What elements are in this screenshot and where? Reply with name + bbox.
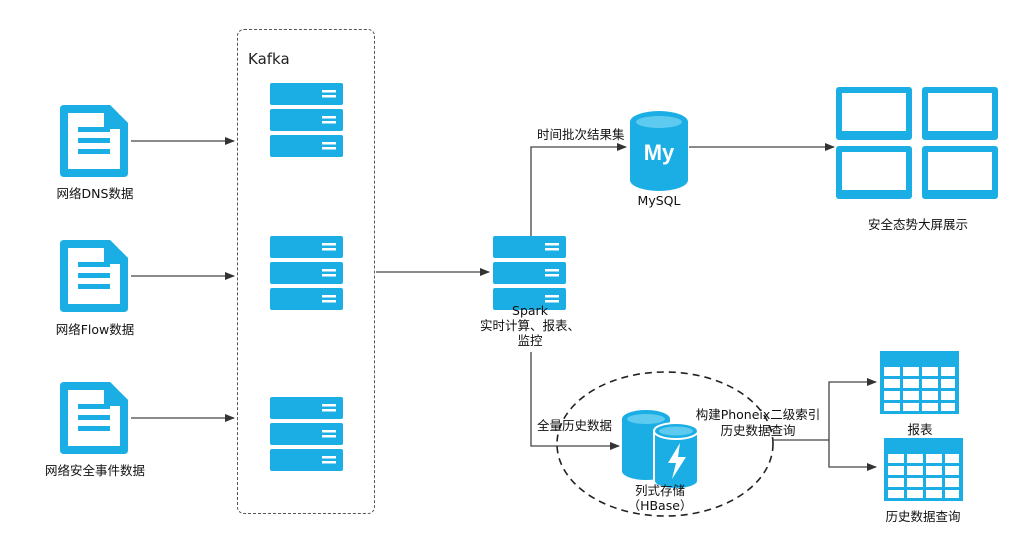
mysql-logo-text: My [644,140,675,165]
source-label-security: 网络安全事件数据 [44,463,145,478]
phoenix-label-line2: 历史数据查询 [720,423,796,438]
server-stack-icon [270,397,343,471]
spark-label-line3: 监控 [517,333,543,348]
spark-to-hbase-arrow [530,352,620,450]
spark-to-mysql-arrow [530,143,627,236]
monitor-icon [922,87,998,140]
display-label: 安全态势大屏展示 [867,217,968,232]
document-icon [60,105,128,177]
document-icon [60,240,128,312]
hbase-label-line1: 列式存储 [634,483,685,498]
server-stack-icon [270,236,343,310]
mysql-label: MySQL [637,193,681,208]
server-stack-icon [270,83,343,157]
to-history-query-arrow [828,440,877,471]
kafka-container [237,29,375,514]
hbase-database-icon [622,410,699,490]
hbase-label-line2: （HBase） [627,498,693,513]
monitor-icon [922,146,998,199]
phoenix-label-line1: 构建Phoneix二级索引 [695,407,821,422]
spark-label-line2: 实时计算、报表、 [479,318,580,333]
table-icon [884,438,963,501]
source-label-flow: 网络Flow数据 [55,322,135,337]
hbase-dashed-region [556,371,774,517]
history-query-label: 历史数据查询 [885,509,961,524]
to-report-arrow [828,378,877,440]
database-icon: My [630,111,688,191]
document-icon [60,382,128,454]
hbase-edge-label: 全量历史数据 [537,418,613,433]
monitor-icon [836,146,912,199]
monitor-icon [836,87,912,140]
report-label: 报表 [907,422,933,437]
table-icon [880,351,959,414]
server-stack-icon [493,236,566,310]
source-label-dns: 网络DNS数据 [56,186,134,201]
spark-label-line1: Spark [512,303,548,318]
mysql-edge-label: 时间批次结果集 [537,127,625,142]
kafka-title: Kafka [248,50,290,68]
